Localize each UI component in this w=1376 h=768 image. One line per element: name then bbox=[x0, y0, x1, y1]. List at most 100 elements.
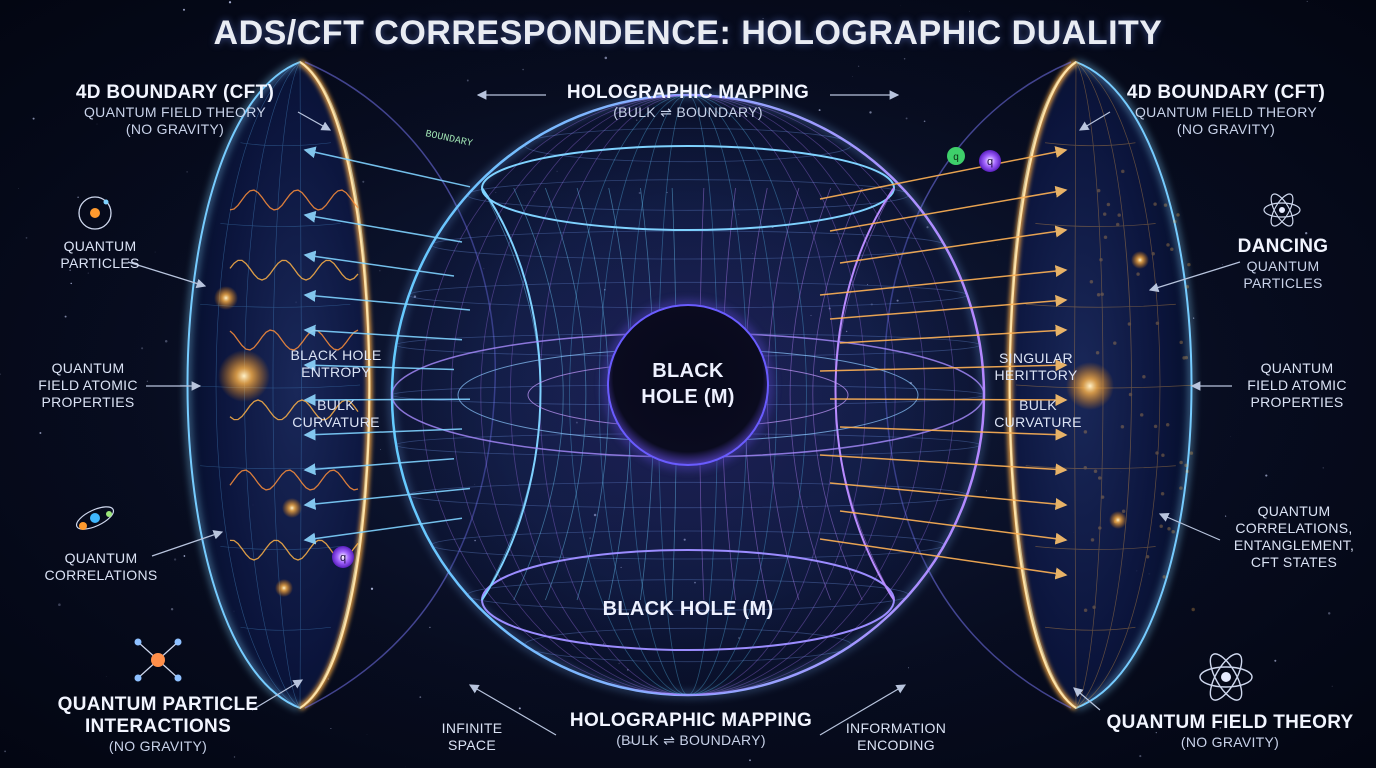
black-hole-bottom-label: BLACK HOLE (M) bbox=[560, 596, 816, 622]
star bbox=[749, 759, 751, 761]
line: SINGULAR bbox=[990, 350, 1082, 367]
line: BULK bbox=[994, 397, 1082, 414]
star bbox=[229, 1, 231, 3]
right-qft-label: QUANTUM FIELD THEORY (NO GRAVITY) bbox=[1100, 712, 1360, 751]
star bbox=[522, 69, 524, 71]
singular-label: SINGULAR HERITTORY bbox=[990, 350, 1082, 384]
line: FIELD ATOMIC bbox=[1234, 377, 1360, 394]
star bbox=[155, 252, 156, 253]
star bbox=[1332, 686, 1333, 687]
star bbox=[1323, 467, 1324, 468]
left-boundary-sub1: QUANTUM FIELD THEORY bbox=[40, 104, 310, 121]
line: PARTICLES bbox=[58, 255, 142, 272]
top-mapping-label: HOLOGRAPHIC MAPPING (BULK ⇌ BOUNDARY) bbox=[548, 82, 828, 121]
star bbox=[184, 555, 186, 557]
line: QUANTUM bbox=[1224, 503, 1364, 520]
line: PARTICLES bbox=[1236, 275, 1330, 292]
star bbox=[379, 270, 380, 271]
line: PROPERTIES bbox=[1234, 394, 1360, 411]
right-qft-title: QUANTUM FIELD THEORY bbox=[1100, 712, 1360, 734]
right-boundary-label: 4D BOUNDARY (CFT) QUANTUM FIELD THEORY (… bbox=[1096, 82, 1356, 138]
star bbox=[986, 490, 987, 491]
star bbox=[371, 588, 373, 590]
star bbox=[4, 751, 6, 753]
left-quantum-particles-label: QUANTUM PARTICLES bbox=[58, 238, 142, 272]
line: ENTANGLEMENT, bbox=[1224, 537, 1364, 554]
top-mapping-sub: (BULK ⇌ BOUNDARY) bbox=[548, 104, 828, 121]
particle-q-right: q bbox=[979, 150, 1001, 172]
line: QUANTUM bbox=[38, 550, 164, 567]
info-encoding-label: INFORMATION ENCODING bbox=[834, 720, 958, 754]
left-boundary-title: 4D BOUNDARY (CFT) bbox=[40, 82, 310, 104]
left-interactions-line2: INTERACTIONS bbox=[50, 716, 266, 738]
page-title: ADS/CFT CORRESPONDENCE: HOLOGRAPHIC DUAL… bbox=[0, 14, 1376, 53]
star bbox=[88, 273, 89, 274]
line: HOLE (M) bbox=[618, 384, 758, 410]
star bbox=[419, 696, 421, 698]
bottom-mapping-sub: (BULK ⇌ BOUNDARY) bbox=[556, 732, 826, 749]
star bbox=[70, 283, 71, 284]
star bbox=[1305, 232, 1307, 234]
star bbox=[65, 316, 67, 318]
star bbox=[1230, 436, 1231, 437]
star bbox=[519, 707, 521, 709]
left-field-atomic-label: QUANTUM FIELD ATOMIC PROPERTIES bbox=[28, 360, 148, 411]
line: QUANTUM bbox=[1234, 360, 1360, 377]
star bbox=[77, 196, 79, 198]
line: CURVATURE bbox=[290, 414, 382, 431]
bh-entropy-label: BLACK HOLE ENTROPY bbox=[288, 347, 384, 381]
bottom-mapping-label: HOLOGRAPHIC MAPPING (BULK ⇌ BOUNDARY) bbox=[556, 710, 826, 749]
line: DANCING bbox=[1236, 236, 1330, 258]
left-boundary-label: 4D BOUNDARY (CFT) QUANTUM FIELD THEORY (… bbox=[40, 82, 310, 138]
star bbox=[165, 340, 168, 343]
line: QUANTUM bbox=[58, 238, 142, 255]
star bbox=[1265, 475, 1267, 477]
right-correlations-label: QUANTUM CORRELATIONS, ENTANGLEMENT, CFT … bbox=[1224, 503, 1364, 571]
line: CFT STATES bbox=[1224, 554, 1364, 571]
line: BULK bbox=[290, 397, 382, 414]
star bbox=[869, 111, 871, 113]
star bbox=[58, 603, 61, 606]
line: ENCODING bbox=[834, 737, 958, 754]
line: QUANTUM bbox=[1236, 258, 1330, 275]
right-qft-sub: (NO GRAVITY) bbox=[1100, 734, 1360, 751]
star bbox=[858, 66, 859, 67]
star bbox=[330, 728, 331, 729]
star bbox=[605, 57, 608, 60]
right-boundary-sub2: (NO GRAVITY) bbox=[1096, 121, 1356, 138]
right-boundary-sub1: QUANTUM FIELD THEORY bbox=[1096, 104, 1356, 121]
left-correlations-label: QUANTUM CORRELATIONS bbox=[38, 550, 164, 584]
star bbox=[924, 120, 926, 122]
star bbox=[1139, 755, 1141, 757]
right-field-atomic-label: QUANTUM FIELD ATOMIC PROPERTIES bbox=[1234, 360, 1360, 411]
star bbox=[380, 449, 381, 450]
line: ENTROPY bbox=[288, 364, 384, 381]
star bbox=[186, 171, 187, 172]
infinite-space-label: INFINITE SPACE bbox=[432, 720, 512, 754]
line: HERITTORY bbox=[990, 367, 1082, 384]
particle-q-label: q bbox=[987, 156, 993, 168]
star bbox=[467, 80, 469, 82]
particle-q-label: q bbox=[340, 552, 346, 564]
left-boundary-sub2: (NO GRAVITY) bbox=[40, 121, 310, 138]
star bbox=[908, 667, 909, 668]
star bbox=[183, 9, 185, 11]
star bbox=[969, 11, 970, 12]
left-interactions-line1: QUANTUM PARTICLE bbox=[50, 694, 266, 716]
left-interactions-sub: (NO GRAVITY) bbox=[50, 738, 266, 755]
black-hole-label: BLACK HOLE (M) bbox=[618, 358, 758, 410]
star bbox=[429, 627, 430, 628]
star bbox=[1222, 264, 1223, 265]
line: INFINITE bbox=[432, 720, 512, 737]
star bbox=[906, 117, 908, 119]
line: FIELD ATOMIC bbox=[28, 377, 148, 394]
star bbox=[234, 756, 235, 757]
left-interactions-label: QUANTUM PARTICLE INTERACTIONS (NO GRAVIT… bbox=[50, 694, 266, 755]
bottom-mapping-title: HOLOGRAPHIC MAPPING bbox=[556, 710, 826, 732]
star bbox=[852, 76, 853, 77]
particle-q-right-green: q bbox=[947, 147, 965, 165]
line: BLACK HOLE bbox=[288, 347, 384, 364]
particle-q-label: q bbox=[953, 152, 959, 163]
line: CURVATURE bbox=[994, 414, 1082, 431]
star bbox=[1307, 1, 1308, 2]
